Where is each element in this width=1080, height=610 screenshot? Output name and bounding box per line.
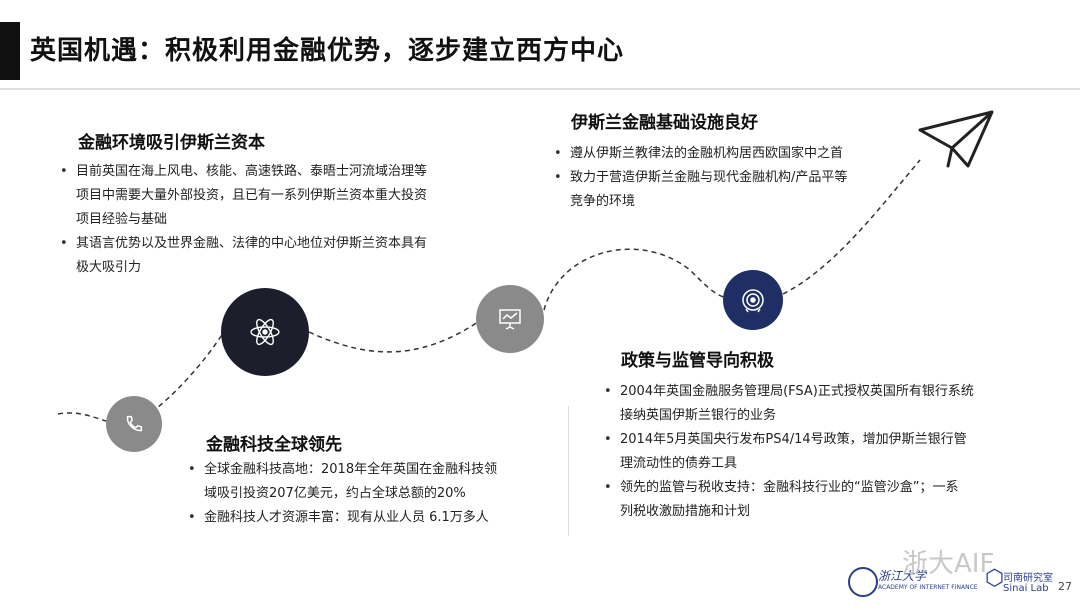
title-divider xyxy=(0,88,1080,90)
atom-icon xyxy=(250,318,280,346)
phone-icon xyxy=(126,415,143,432)
page-number: 27 xyxy=(1058,580,1072,593)
list-item: 项目中需要大量外部投资，且已有一系列伊斯兰资本重大投资 xyxy=(76,188,428,203)
list-item: 2014年5月英国央行发布PS4/14号政策，增加伊斯兰银行管 xyxy=(604,428,974,452)
timeline-node-3 xyxy=(476,285,544,353)
heading-fintech: 金融科技全球领先 xyxy=(206,435,342,455)
target-icon xyxy=(742,289,764,313)
list-item: 领先的监管与税收支持：金融科技行业的“监管沙盒”；一系 xyxy=(604,476,974,500)
title-accent-bar xyxy=(0,22,20,80)
list-item: 竞争的环境 xyxy=(570,194,636,209)
list-item: 项目经验与基础 xyxy=(76,212,168,227)
list-item: 遵从伊斯兰教律法的金融机构居西欧国家中之首 xyxy=(554,142,847,166)
heading-infrastructure: 伊斯兰金融基础设施良好 xyxy=(571,113,758,133)
list-item: 接纳英国伊斯兰银行的业务 xyxy=(620,408,777,423)
paper-plane-icon xyxy=(918,110,994,168)
heading-finance-env: 金融环境吸引伊斯兰资本 xyxy=(78,133,265,153)
list-item: 列税收激励措施和计划 xyxy=(620,504,751,519)
lab-name: 司南研究室 xyxy=(1003,573,1053,584)
lab-logo-icon: ⬡ xyxy=(985,566,1005,591)
list-item: 致力于营造伊斯兰金融与现代金融机构/产品平等 xyxy=(554,166,847,190)
lab-name-en: Sinai Lab xyxy=(1003,583,1049,594)
list-fintech: 全球金融科技高地：2018年全年英国在金融科技领 域吸引投资207亿美元，约占全… xyxy=(188,458,497,530)
list-item: 极大吸引力 xyxy=(76,260,142,275)
list-item: 2004年英国金融服务管理局(FSA)正式授权英国所有银行系统 xyxy=(604,380,974,404)
list-item: 域吸引投资207亿美元，约占全球总额的20% xyxy=(204,486,466,501)
presentation-board-icon xyxy=(499,309,521,330)
list-item: 其语言优势以及世界金融、法律的中心地位对伊斯兰资本具有 xyxy=(60,232,427,256)
university-seal-icon xyxy=(848,567,878,597)
timeline-node-4 xyxy=(723,270,783,330)
list-finance-env: 目前英国在海上风电、核能、高速铁路、泰晤士河流域治理等 项目中需要大量外部投资，… xyxy=(60,160,427,280)
list-policy: 2004年英国金融服务管理局(FSA)正式授权英国所有银行系统 接纳英国伊斯兰银… xyxy=(604,380,974,524)
section-divider xyxy=(568,406,569,536)
list-infrastructure: 遵从伊斯兰教律法的金融机构居西欧国家中之首 致力于营造伊斯兰金融与现代金融机构/… xyxy=(554,142,847,214)
timeline-node-2 xyxy=(221,288,309,376)
academy-name: ACADEMY OF INTERNET FINANCE xyxy=(878,584,978,591)
university-name: 浙江大学 xyxy=(878,569,927,583)
heading-policy: 政策与监管导向积极 xyxy=(621,351,774,371)
timeline-node-1 xyxy=(106,396,162,452)
list-item: 理流动性的债券工具 xyxy=(620,456,738,471)
list-item: 全球金融科技高地：2018年全年英国在金融科技领 xyxy=(188,458,497,482)
list-item: 目前英国在海上风电、核能、高速铁路、泰晤士河流域治理等 xyxy=(60,160,427,184)
list-item: 金融科技人才资源丰富：现有从业人员 6.1万多人 xyxy=(188,506,497,530)
watermark: 浙大AIF xyxy=(902,549,995,579)
page-title: 英国机遇：积极利用金融优势，逐步建立西方中心 xyxy=(30,36,625,66)
